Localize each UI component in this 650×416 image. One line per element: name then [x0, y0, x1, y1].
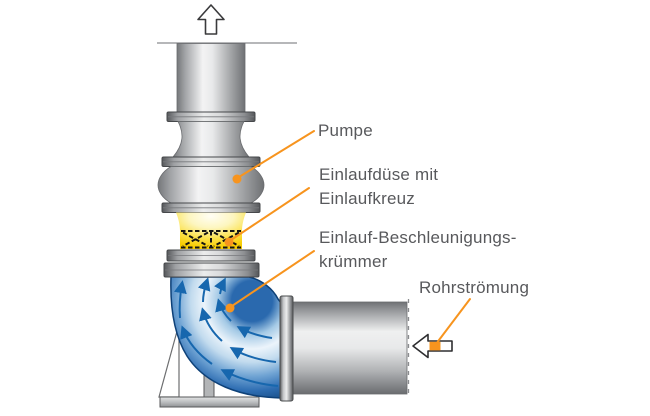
pump-column: [157, 43, 265, 278]
label-pump: Pumpe: [318, 121, 373, 140]
pump-neck-reducer: [172, 121, 250, 158]
leader-line-pipe-flow: [435, 298, 471, 345]
flow-streamline-arrows: [173, 277, 279, 387]
label-pipe-flow: Rohrströmung: [419, 278, 530, 297]
label-inlet-nozzle: Einlaufdüse mit Einlaufkreuz: [319, 163, 438, 211]
label-inlet-elbow-line1: Einlauf-Beschleunigungs-: [319, 228, 517, 247]
leader-square-pipe-flow: [429, 341, 441, 351]
label-inlet-elbow-line2: krümmer: [319, 252, 388, 271]
stand-base-plate: [159, 396, 260, 408]
label-inlet-elbow: Einlauf-Beschleunigungs- krümmer: [319, 226, 517, 274]
leader-line-nozzle: [230, 187, 310, 241]
leader-line-pump: [238, 130, 315, 178]
label-inlet-nozzle-line2: Einlaufkreuz: [319, 189, 415, 208]
inlet-elbow: [170, 276, 282, 399]
leader-line-elbow: [231, 250, 315, 307]
discharge-pipe: [176, 43, 246, 113]
leader-dot-elbow: [225, 303, 235, 313]
label-inlet-nozzle-line1: Einlaufdüse mit: [319, 165, 439, 184]
horizontal-pipe: [292, 299, 410, 398]
up-flow-arrow-icon: [197, 4, 225, 35]
leader-lines: [224, 130, 471, 351]
leader-dot-nozzle: [224, 237, 234, 247]
horizontal-pipe-flange: [279, 295, 294, 402]
stand-gusset: [158, 323, 180, 398]
horizontal-pipe-body: [292, 301, 408, 395]
leader-dot-pump: [232, 174, 242, 184]
